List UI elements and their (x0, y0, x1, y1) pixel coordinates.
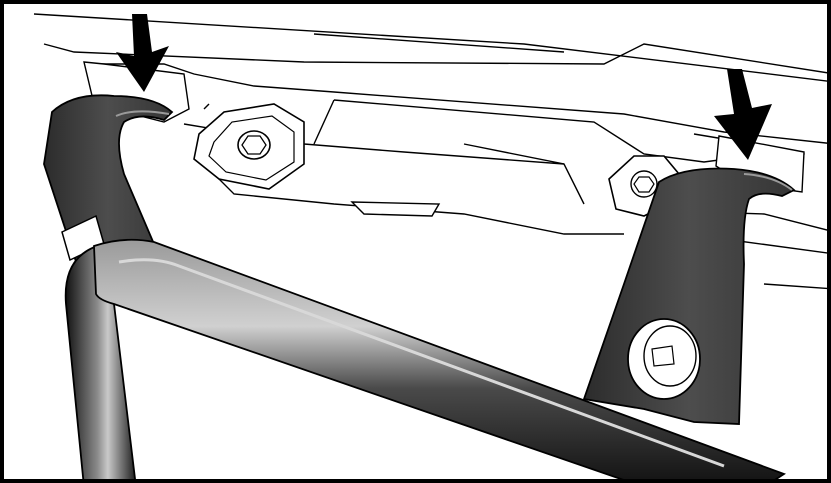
arrow-down-icon (116, 14, 169, 92)
hex-bolt-icon (193, 103, 305, 190)
hex-bolt-icon (608, 155, 680, 217)
mounting-diagram (33, 13, 827, 479)
right-mounting-bracket (582, 167, 796, 425)
slot-cutout (350, 201, 441, 217)
arrow-down-icon (714, 69, 772, 160)
right-bracket-hole (627, 318, 701, 400)
left-mounting-bracket (43, 94, 174, 282)
tubular-rack-frame (64, 238, 786, 479)
